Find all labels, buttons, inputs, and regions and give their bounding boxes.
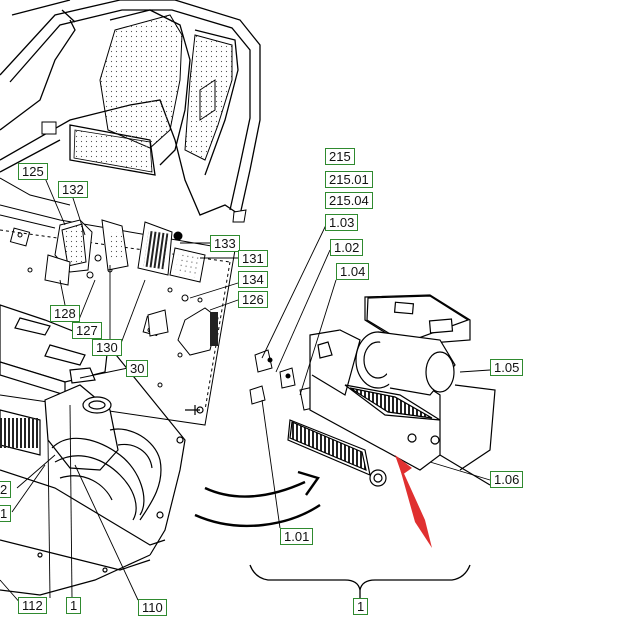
callout-134: 134 — [238, 271, 268, 288]
assembly-arrow — [194, 470, 321, 528]
callout-125: 125 — [18, 163, 48, 180]
callout-1-03: 1.03 — [325, 214, 359, 231]
callout-127: 127 — [72, 322, 102, 339]
red-pointer-arrow — [395, 455, 432, 548]
callout-131: 131 — [238, 250, 268, 267]
callout-1-02: 1.02 — [330, 239, 364, 256]
heater-unit — [287, 294, 496, 487]
callout-1-06: 1.06 — [490, 471, 524, 488]
callout-215-01: 215.01 — [325, 171, 373, 188]
cab-small-parts — [0, 79, 247, 223]
callout-215: 215 — [325, 148, 355, 165]
callout-128: 128 — [50, 305, 80, 322]
vent-parts — [44, 219, 219, 356]
assembly-bracket — [249, 564, 471, 598]
callout-110: 110 — [138, 599, 167, 616]
callout-215-04: 215.04 — [325, 192, 373, 209]
callout-130: 130 — [92, 339, 122, 356]
cab-glass-hatching — [73, 14, 233, 173]
callout-132: 132 — [58, 181, 88, 198]
callout-1-left: 1 — [0, 505, 12, 522]
callout-126: 126 — [238, 291, 268, 308]
cab-frame — [0, 0, 261, 216]
callout-1-05: 1.05 — [490, 359, 524, 376]
callout-30: 30 — [126, 360, 149, 377]
callout-1-01: 1.01 — [280, 528, 314, 545]
callout-1-main: 1 — [353, 598, 369, 615]
duct-housing — [0, 304, 204, 596]
callout-1-bottom: 1 — [66, 597, 82, 614]
callout-1-04: 1.04 — [336, 263, 370, 280]
callout-133: 133 — [210, 235, 240, 252]
callout-112: 112 — [18, 597, 47, 614]
callout-2: 2 — [0, 481, 12, 498]
